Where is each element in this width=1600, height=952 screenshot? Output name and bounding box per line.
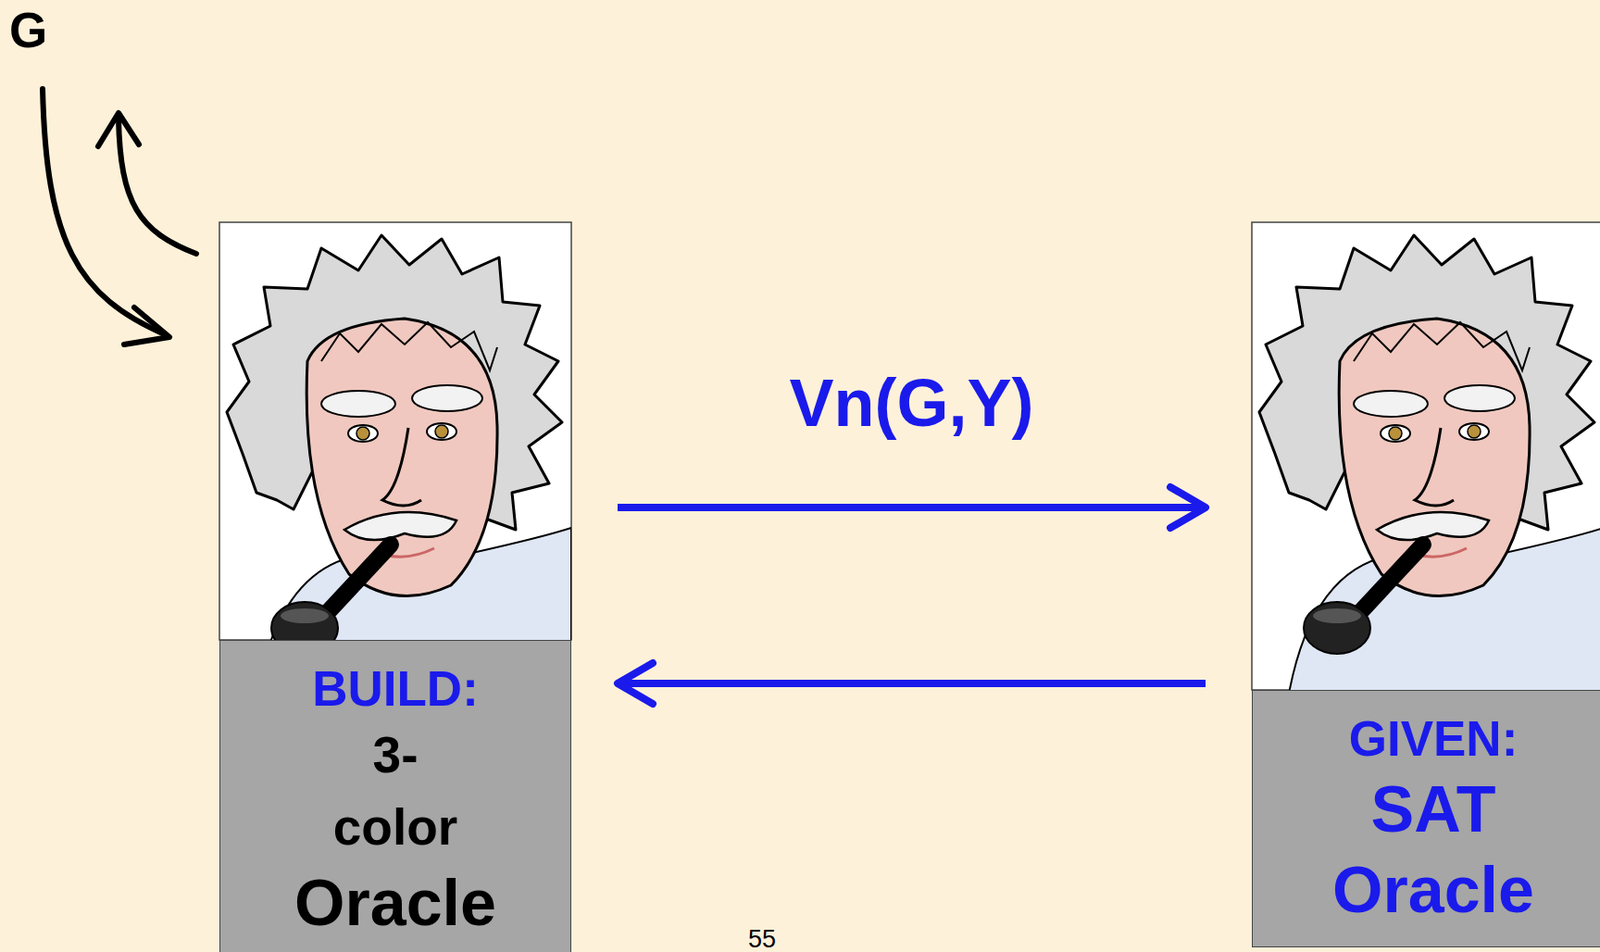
arrow-head bbox=[617, 662, 653, 704]
oracle-box: BUILD:3- colorOracle bbox=[219, 222, 572, 952]
message-arrow bbox=[617, 662, 1206, 704]
page-number: 55 bbox=[748, 925, 776, 952]
oracle-panel: BUILD:3- colorOracle bbox=[219, 639, 572, 952]
oracle-panel: GIVEN:SATOracle bbox=[1251, 689, 1600, 948]
oracle-box: GIVEN:SATOracle bbox=[1251, 222, 1600, 948]
arrow-shaft bbox=[617, 679, 1206, 688]
oracle-text: BUILD: bbox=[225, 659, 566, 719]
input-arrow bbox=[42, 88, 167, 336]
oracle-text: Oracle bbox=[1257, 850, 1600, 930]
arrow-head bbox=[1170, 487, 1206, 528]
oracle-text: 3- color bbox=[316, 718, 475, 863]
oracle-text: GIVEN: bbox=[1257, 709, 1600, 769]
edge-label: Vn(G,Y) bbox=[789, 364, 1035, 441]
graph-label: G bbox=[9, 3, 48, 58]
message-arrow bbox=[617, 487, 1206, 528]
arrow-head bbox=[98, 112, 139, 147]
arrow-shaft bbox=[617, 503, 1206, 512]
arrow-head bbox=[124, 307, 170, 345]
oracle-text: Oracle bbox=[225, 862, 566, 943]
output-arrow bbox=[118, 118, 197, 254]
oracle-text: SAT bbox=[1257, 768, 1600, 850]
